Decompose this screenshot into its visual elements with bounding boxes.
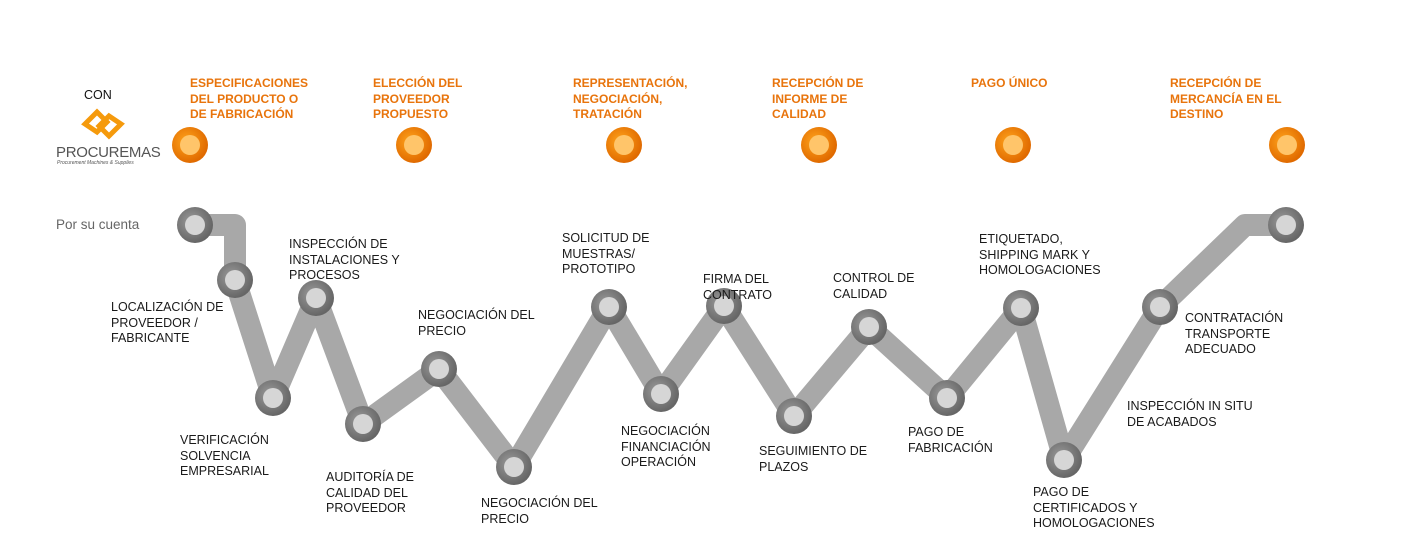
own-step-node-center: [263, 388, 283, 408]
own-step-label: AUDITORÍA DE CALIDAD DEL PROVEEDOR: [326, 470, 414, 515]
own-step-node-center: [225, 270, 245, 290]
own-step-node-center: [504, 457, 524, 477]
brand-name: PROCUREMAS: [56, 144, 161, 161]
own-step-label: CONTROL DE CALIDAD: [833, 271, 915, 301]
own-step-node-center: [859, 317, 879, 337]
procuremas-logo-icon: [81, 108, 125, 140]
own-step-label: ETIQUETADO, SHIPPING MARK Y HOMOLOGACION…: [979, 232, 1101, 277]
procuremas-step-node-center: [1277, 135, 1297, 155]
own-step-node-center: [1276, 215, 1296, 235]
own-step-label: SOLICITUD DE MUESTRAS/ PROTOTIPO: [562, 231, 650, 276]
procuremas-step-node-center: [809, 135, 829, 155]
own-step-node-center: [185, 215, 205, 235]
own-step-label: FIRMA DEL CONTRATO: [703, 272, 772, 302]
own-step-label: PAGO DE FABRICACIÓN: [908, 425, 993, 455]
own-step-label: INSPECCIÓN IN SITU DE ACABADOS: [1127, 399, 1253, 429]
own-step-label: PAGO DE CERTIFICADOS Y HOMOLOGACIONES: [1033, 485, 1155, 530]
own-step-label: NEGOCIACIÓN DEL PRECIO: [481, 496, 598, 526]
procuremas-step-node-center: [614, 135, 634, 155]
procuremas-step-label: PAGO ÚNICO: [971, 76, 1048, 90]
procuremas-step-label: RECEPCIÓN DE INFORME DE CALIDAD: [772, 76, 864, 121]
own-step-node-center: [1150, 297, 1170, 317]
own-step-node-center: [306, 288, 326, 308]
own-step-label: NEGOCIACIÓN FINANCIACIÓN OPERACIÓN: [621, 424, 711, 469]
own-step-node-center: [599, 297, 619, 317]
own-step-label: SEGUIMIENTO DE PLAZOS: [759, 444, 868, 474]
own-step-label: INSPECCIÓN DE INSTALACIONES Y PROCESOS: [289, 237, 400, 282]
own-step-node-center: [1054, 450, 1074, 470]
own-step-node-center: [1011, 298, 1031, 318]
procuremas-step-node-center: [1003, 135, 1023, 155]
own-step-label: LOCALIZACIÓN DE PROVEEDOR / FABRICANTE: [111, 300, 224, 345]
own-step-label: NEGOCIACIÓN DEL PRECIO: [418, 308, 535, 338]
brand-tagline: Procurement Machines & Supplies: [57, 160, 134, 166]
own-step-node-center: [651, 384, 671, 404]
own-step-node-center: [714, 296, 734, 316]
procuremas-step-label: ELECCIÓN DEL PROVEEDOR PROPUESTO: [373, 76, 463, 121]
own-step-node-center: [353, 414, 373, 434]
own-step-label: VERIFICACIÓN SOLVENCIA EMPRESARIAL: [180, 433, 269, 478]
with-procuremas-label: CON: [84, 88, 112, 102]
procuremas-step-node-center: [404, 135, 424, 155]
procuremas-step-label: REPRESENTACIÓN, NEGOCIACIÓN, TRATACIÓN: [573, 76, 688, 121]
own-step-label: CONTRATACIÓN TRANSPORTE ADECUADO: [1185, 311, 1284, 356]
own-step-node-center: [937, 388, 957, 408]
own-step-node-center: [784, 406, 804, 426]
own-step-node-center: [429, 359, 449, 379]
own-account-label: Por su cuenta: [56, 217, 140, 232]
procuremas-step-label: ESPECIFICACIONES DEL PRODUCTO O DE FABRI…: [190, 76, 309, 121]
procuremas-step-label: RECEPCIÓN DE MERCANCÍA EN EL DESTINO: [1170, 76, 1282, 121]
procuremas-step-node-center: [180, 135, 200, 155]
